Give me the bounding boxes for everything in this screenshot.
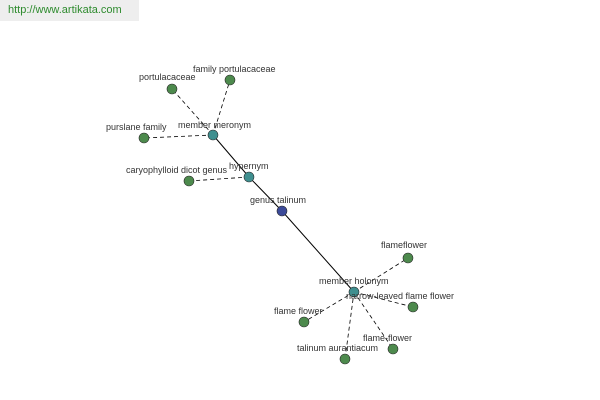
node-label-member-holonym: member holonym [319, 276, 389, 286]
edge-member-holonym-to-flame-flower-hyphen [353, 291, 394, 350]
edge-hypernym-to-member-meronym [212, 134, 250, 178]
node-label-flameflower: flameflower [381, 240, 427, 250]
edge-genus-talinum-to-hypernym [248, 176, 283, 212]
node-flameflower[interactable] [402, 252, 414, 264]
node-hypernym[interactable] [243, 171, 255, 183]
edge-member-meronym-to-portulacaceae [171, 88, 214, 136]
edge-member-holonym-to-narrow-leaved-flame-flower [353, 291, 414, 308]
node-label-flame-flower: flame flower [274, 306, 323, 316]
node-portulacaceae[interactable] [166, 83, 178, 95]
edge-member-holonym-to-flame-flower [303, 291, 355, 323]
node-narrow-leaved-flame-flower[interactable] [407, 301, 419, 313]
node-member-meronym[interactable] [207, 129, 219, 141]
node-member-holonym[interactable] [348, 286, 360, 298]
node-label-portulacaceae: portulacaceae [139, 72, 196, 82]
node-talinum-aurantiacum[interactable] [339, 353, 351, 365]
graph-edges [143, 79, 414, 360]
node-label-caryophylloid-dicot-genus: caryophylloid dicot genus [126, 165, 228, 175]
node-genus-talinum[interactable] [276, 205, 288, 217]
edge-member-meronym-to-family-portulacaceae [212, 79, 231, 136]
node-label-genus-talinum: genus talinum [250, 195, 306, 205]
node-family-portulacaceae[interactable] [224, 74, 236, 86]
node-label-purslane-family: purslane family [106, 122, 167, 132]
node-label-member-meronym: member meronym [178, 120, 251, 130]
node-flame-flower[interactable] [298, 316, 310, 328]
node-flame-flower-hyphen[interactable] [387, 343, 399, 355]
edge-genus-talinum-to-member-holonym [281, 210, 355, 293]
site-watermark-link[interactable]: http://www.artikata.com [0, 0, 139, 21]
node-label-talinum-aurantiacum: talinum aurantiacum [297, 343, 378, 353]
node-label-flame-flower-hyphen: flame-flower [363, 333, 412, 343]
graph-nodes [138, 74, 419, 365]
node-label-hypernym: hypernym [229, 161, 269, 171]
node-caryophylloid-dicot-genus[interactable] [183, 175, 195, 187]
node-purslane-family[interactable] [138, 132, 150, 144]
edge-member-meronym-to-purslane-family [143, 134, 214, 139]
edge-member-holonym-to-flameflower [353, 257, 409, 293]
edge-member-holonym-to-talinum-aurantiacum [344, 291, 355, 360]
node-label-family-portulacaceae: family portulacaceae [193, 64, 276, 74]
edge-hypernym-to-caryophylloid-dicot-genus [188, 176, 250, 182]
node-label-narrow-leaved-flame-flower: narrow-leaved flame flower [346, 291, 454, 301]
